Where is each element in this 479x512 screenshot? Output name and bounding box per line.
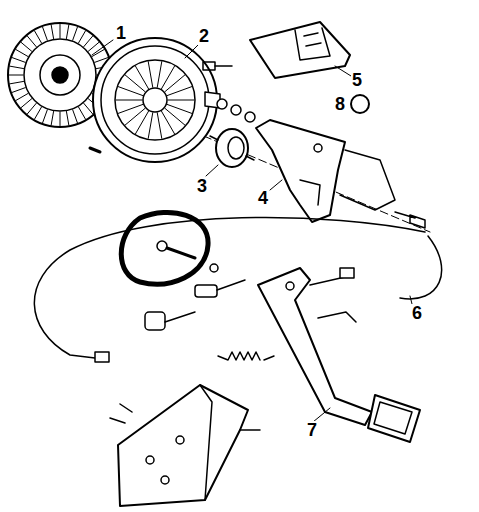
clutch-cable xyxy=(34,217,425,358)
callout-number: 1 xyxy=(115,24,127,42)
release-bearing xyxy=(210,129,254,167)
callout-number: 5 xyxy=(351,71,363,89)
clutch-pedal xyxy=(258,268,420,442)
rubber-boot xyxy=(250,22,350,78)
callout-number: 2 xyxy=(198,27,210,45)
callout-number: 8 xyxy=(334,95,346,113)
pedal-bracket xyxy=(110,385,260,506)
clutch-cable xyxy=(400,236,442,299)
pivot-ball xyxy=(351,95,369,113)
callout-number: 6 xyxy=(411,304,423,322)
callout-number: 7 xyxy=(306,421,318,439)
leader-lines xyxy=(92,40,412,422)
return-spring xyxy=(218,352,274,360)
release-fork xyxy=(256,120,425,228)
callout-number: 3 xyxy=(196,177,208,195)
pressure-plate xyxy=(93,38,232,162)
bolt xyxy=(157,241,195,258)
callout-number: 4 xyxy=(257,189,269,207)
cable-fittings xyxy=(95,264,245,362)
